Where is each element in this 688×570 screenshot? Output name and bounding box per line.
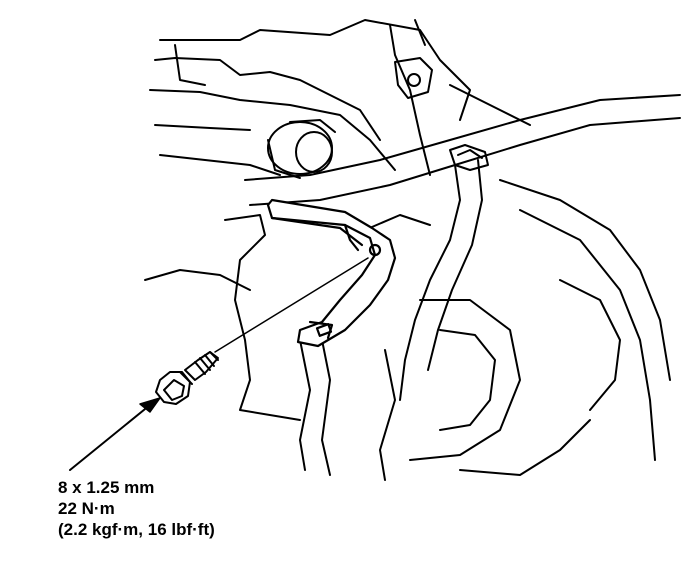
torque-alt-label: (2.2 kgf·m, 16 lbf·ft) — [58, 520, 215, 539]
bolt-size-label: 8 x 1.25 mm — [58, 478, 155, 497]
engine-block-outline — [149, 19, 531, 176]
mounting-bracket — [266, 198, 397, 348]
transmission-housing — [144, 179, 671, 481]
assembly-guide-line — [214, 257, 369, 353]
torque-spec-callout: 8 x 1.25 mm 22 N·m (2.2 kgf·m, 16 lbf·ft… — [58, 477, 215, 540]
torque-nm-label: 22 N·m — [58, 499, 115, 518]
callout-arrow — [69, 397, 161, 471]
coolant-hose — [399, 144, 489, 401]
flange-bolt-icon — [155, 351, 219, 405]
engine-mount-boss — [267, 119, 336, 179]
